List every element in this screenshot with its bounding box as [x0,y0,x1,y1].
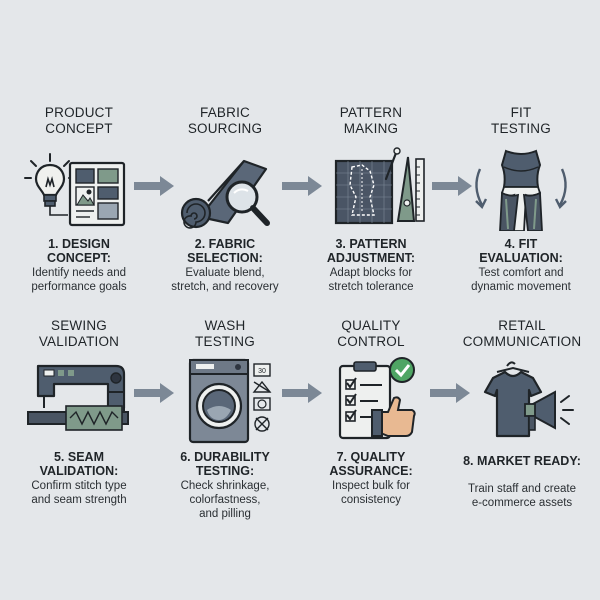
step-heading: 8. MARKET READY: [463,454,581,468]
flow-arrow-5-6 [134,383,174,403]
step-description: Evaluate blend,stretch, and recovery [171,267,279,293]
checklist-thumbs-up-icon [338,357,416,440]
flow-arrow-2-3 [282,176,322,196]
care-label-temperature: 30 [258,368,266,375]
fabric-roll-magnifier-icon [180,159,270,229]
flow-arrow-1-2 [134,176,174,196]
flow-arrow-6-7 [282,383,322,403]
lightbulb-moodboard-icon [24,153,126,227]
activewear-fit-icon [475,149,567,231]
pattern-ruler-icon [334,147,425,225]
flow-arrow-7-8 [430,383,470,403]
washing-machine-icon: 30 [188,358,272,444]
step-description: Check shrinkage,colorfastness,and pillin… [180,480,270,520]
sewing-machine-icon [27,364,129,431]
flow-arrow-3-4 [432,176,472,196]
shirt-megaphone-icon [483,361,574,438]
